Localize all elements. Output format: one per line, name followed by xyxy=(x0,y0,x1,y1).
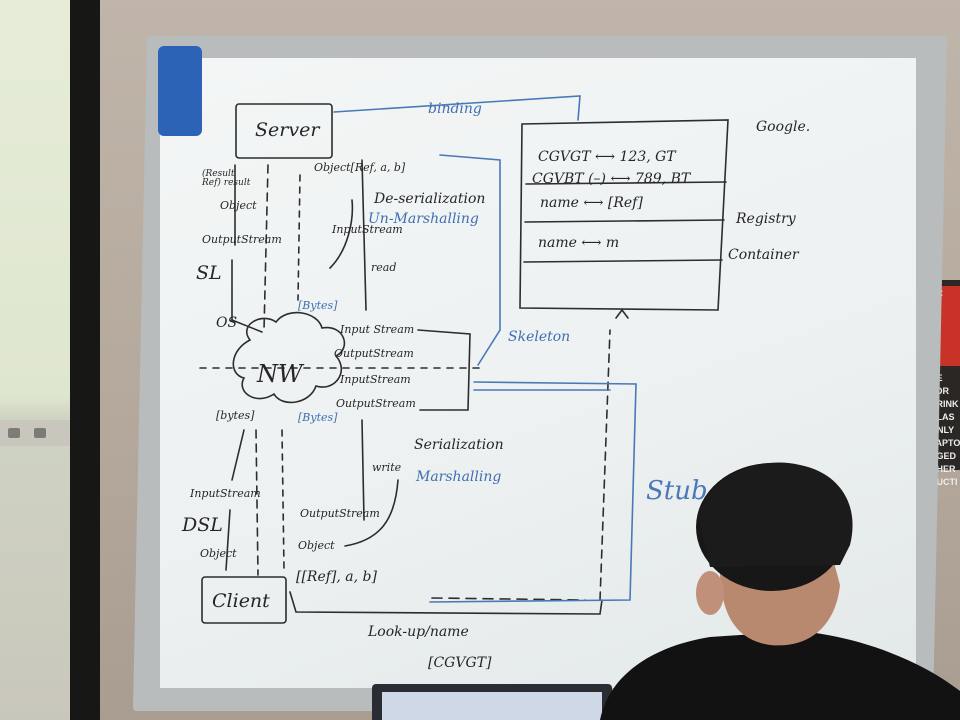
input-stream-bottom-label: InputStream xyxy=(190,487,261,500)
sign-line: CHER xyxy=(930,464,956,474)
binding-label: binding xyxy=(428,101,482,117)
object-ref-label: Object[Ref, a, b] xyxy=(314,161,406,174)
stream-label: Input Stream xyxy=(340,323,415,336)
sign-line: RUCTI xyxy=(930,477,958,487)
client-label: Client xyxy=(212,590,270,612)
sign-line: LAPTO xyxy=(930,438,960,448)
whiteboard-eraser xyxy=(158,46,202,136)
bytes-left-label: [bytes] xyxy=(216,409,255,422)
object-left-top-label: Object xyxy=(220,199,257,212)
sign-line: AGED xyxy=(930,451,957,461)
lookup-label: Look-up/name xyxy=(368,624,469,640)
student-silhouette xyxy=(600,462,960,720)
read-label: read xyxy=(371,261,397,274)
laptop-screen xyxy=(382,692,602,720)
window-icon xyxy=(8,428,20,438)
sign-line: CLAS xyxy=(930,412,955,422)
google-label: Google. xyxy=(756,119,811,135)
registry-row: CGVGT ⟷ 123, GT xyxy=(538,149,676,165)
skeleton-label: Skeleton xyxy=(508,329,571,345)
unmarshalling-label: Un-Marshalling xyxy=(368,211,479,227)
deserialization-label: De-serialization xyxy=(374,191,486,207)
serialization-label: Serialization xyxy=(414,437,504,453)
ref-ab-label: [[Ref], a, b] xyxy=(296,569,377,585)
network-label: NW xyxy=(257,360,303,388)
taskbar-icons xyxy=(0,420,70,446)
os-label: OS xyxy=(216,315,238,331)
window-icon xyxy=(34,428,46,438)
result-ref-note: (Result Ref) result xyxy=(202,169,251,188)
bytes-top-label: [Bytes] xyxy=(298,299,338,312)
bytes-mid-label: [Bytes] xyxy=(298,411,338,424)
marshalling-label: Marshalling xyxy=(416,469,502,485)
registry-row: name ⟷ m xyxy=(538,235,620,251)
stream-label: OutputStream xyxy=(336,397,416,410)
registry-row: CGVBT (–) ⟷ 789, BT xyxy=(532,171,691,187)
stream-label: InputStream xyxy=(340,373,411,386)
sl-label: SL xyxy=(196,262,222,284)
screen-edge xyxy=(70,0,100,720)
output-stream-left-label: OutputStream xyxy=(202,233,282,246)
registry-label: Registry xyxy=(736,211,796,227)
sign-line: ONLY xyxy=(930,425,955,435)
server-label: Server xyxy=(255,119,320,141)
output-stream-bottom-label: OutputStream xyxy=(300,507,380,520)
dsl-label: DSL xyxy=(182,514,223,536)
stream-label: OutputStream xyxy=(334,347,414,360)
stub-label: Stub xyxy=(646,476,708,506)
container-label: Container xyxy=(728,247,799,263)
input-stream-top-label: InputStream xyxy=(332,223,403,236)
object-bottom-label: Object xyxy=(298,539,335,552)
object-left-bottom-label: Object xyxy=(200,547,237,560)
sign-line: DRINK xyxy=(930,399,959,409)
registry-row: name ⟷ [Ref] xyxy=(540,195,643,211)
write-label: write xyxy=(372,461,402,474)
cgvgt-label: [CGVGT] xyxy=(428,655,492,671)
